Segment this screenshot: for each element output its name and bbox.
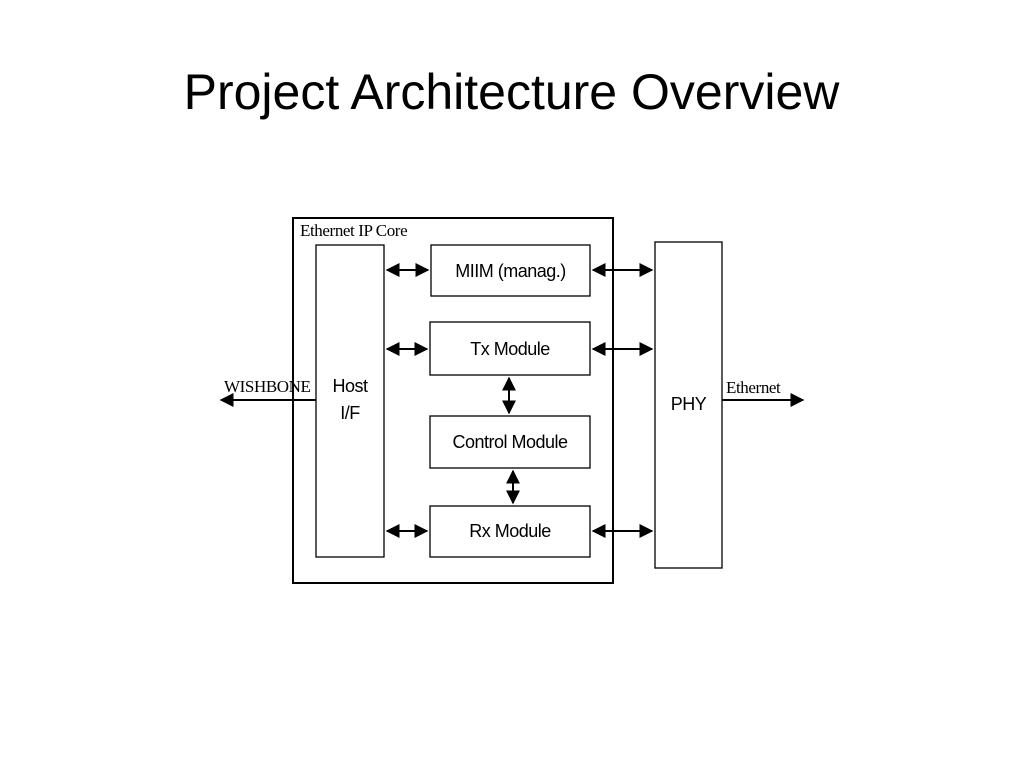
rx-module-block bbox=[429, 505, 591, 558]
host-if-block bbox=[315, 244, 385, 558]
control-module-block bbox=[429, 415, 591, 469]
rx-module-label: Rx Module bbox=[469, 521, 551, 541]
phy-label: PHY bbox=[671, 394, 707, 414]
host-if-label-line2: I/F bbox=[340, 403, 360, 423]
miim-label: MIIM (manag.) bbox=[455, 261, 566, 281]
tx-module-label: Tx Module bbox=[470, 339, 550, 359]
slide-title: Project Architecture Overview bbox=[183, 64, 840, 120]
ethernet-label: Ethernet bbox=[726, 378, 781, 397]
control-module-label: Control Module bbox=[452, 432, 568, 452]
wishbone-label: WISHBONE bbox=[224, 377, 311, 396]
phy-block bbox=[654, 241, 723, 569]
ethernet-ip-core-label: Ethernet IP Core bbox=[300, 221, 407, 240]
tx-module-block bbox=[429, 321, 591, 376]
miim-block bbox=[430, 244, 591, 297]
host-if-label-line1: Host bbox=[332, 376, 368, 396]
